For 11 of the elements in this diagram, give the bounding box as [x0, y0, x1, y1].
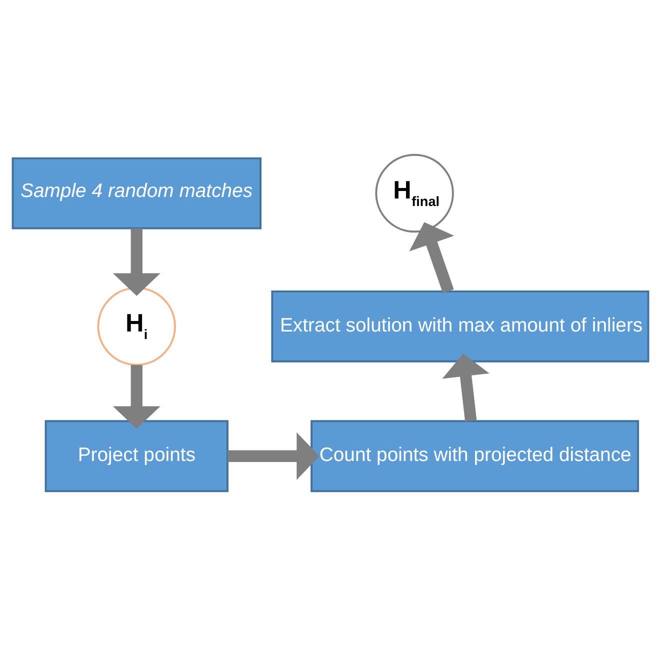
node-box: Extract solution with max amount of inliers: [271, 290, 650, 362]
node-circle: H$_{final}$: [375, 154, 454, 233]
arrow: [228, 432, 320, 480]
node-box: Project points: [44, 420, 228, 492]
arrow: [112, 228, 160, 296]
node-box: Count points with projected distance: [310, 420, 640, 492]
node-circle: H$_{i}$: [97, 287, 176, 366]
node-box: Sample 4 random matches: [12, 157, 262, 230]
arrow: [409, 222, 454, 294]
arrow: [442, 354, 490, 422]
arrow: [112, 365, 160, 429]
